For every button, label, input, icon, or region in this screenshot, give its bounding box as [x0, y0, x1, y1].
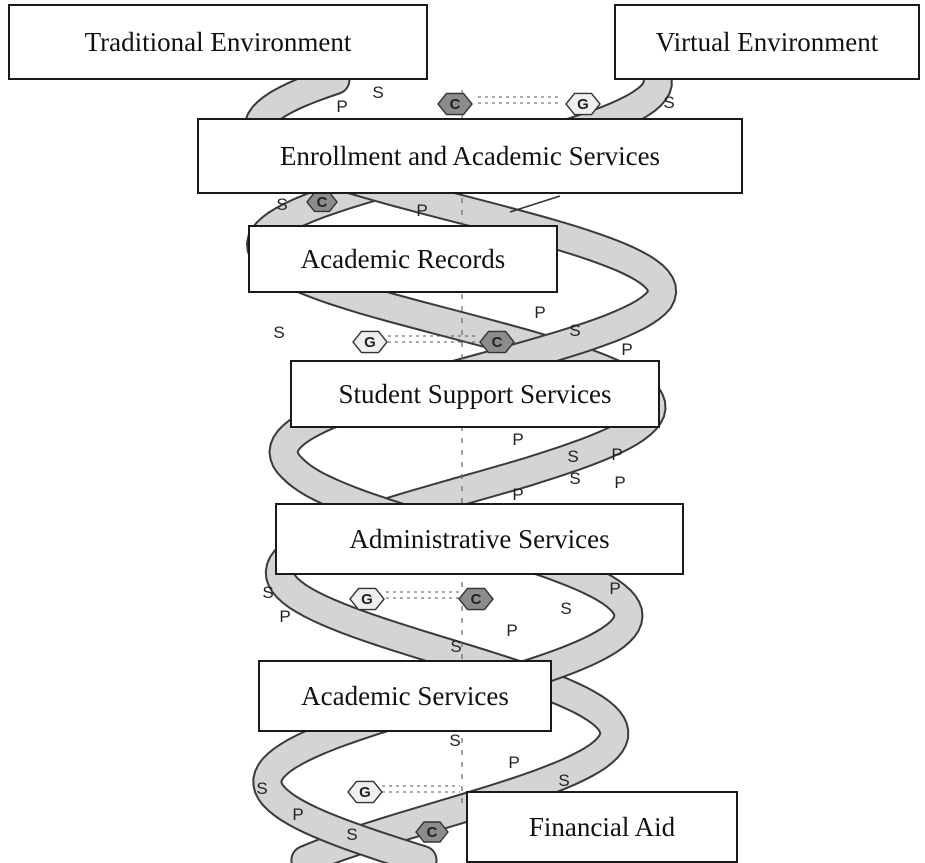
- student-support-services-box: Student Support Services: [290, 360, 660, 428]
- academic-services-box: Academic Services: [258, 660, 552, 732]
- strand-label-s-13: S: [558, 771, 569, 790]
- strand-label-p-1: P: [336, 97, 347, 116]
- strand-label-s-4: S: [273, 323, 284, 342]
- strand-label-p-13: P: [508, 753, 519, 772]
- strand-label-p-9: P: [279, 607, 290, 626]
- base-c-5-letter: C: [427, 824, 438, 841]
- strand-label-p-6: P: [611, 445, 622, 464]
- strand-label-s-1: S: [372, 83, 383, 102]
- strand-label-s-14: S: [449, 731, 460, 750]
- base-c-2-letter: C: [317, 194, 328, 211]
- financial-aid-box: Financial Aid: [466, 791, 738, 863]
- strand-label-s-3: S: [276, 195, 287, 214]
- base-g-4: [347, 780, 383, 804]
- strand-label-p-12: P: [292, 805, 303, 824]
- base-c-4-letter: C: [471, 591, 482, 608]
- strand-label-p-4: P: [621, 340, 632, 359]
- enrollment-academic-services-label: Enrollment and Academic Services: [279, 140, 661, 171]
- strand-label-p-8: P: [614, 473, 625, 492]
- strand-label-s-9: S: [560, 599, 571, 618]
- base-g-2-letter: G: [364, 334, 376, 351]
- connector-arrow: [509, 195, 561, 213]
- student-support-services-label: Student Support Services: [338, 378, 612, 409]
- base-c-5: [415, 821, 449, 843]
- administrative-services-label: Administrative Services: [349, 523, 610, 554]
- strand-label-s-11: S: [256, 779, 267, 798]
- base-c-3: [479, 330, 515, 354]
- financial-aid-label: Financial Aid: [528, 811, 676, 842]
- base-g-2: [352, 330, 388, 354]
- academic-records-box: Academic Records: [248, 225, 558, 293]
- traditional-environment-box: Traditional Environment: [8, 4, 428, 80]
- strand-label-p-7: P: [512, 485, 523, 504]
- virtual-environment-label: Virtual Environment: [655, 26, 879, 57]
- strand-label-s-5: S: [569, 321, 580, 340]
- administrative-services-box: Administrative Services: [275, 503, 684, 575]
- academic-services-label: Academic Services: [301, 680, 509, 711]
- strand-label-p-11: P: [609, 579, 620, 598]
- base-c-4: [458, 587, 494, 611]
- strand-label-p-5: P: [512, 430, 523, 449]
- traditional-environment-label: Traditional Environment: [84, 26, 352, 57]
- base-c-3-letter: C: [492, 334, 503, 351]
- strand-label-s-7: S: [569, 469, 580, 488]
- strand-label-p-10: P: [506, 621, 517, 640]
- strand-label-s-12: S: [346, 825, 357, 844]
- base-g-3: [349, 587, 385, 611]
- virtual-environment-box: Virtual Environment: [614, 4, 920, 80]
- base-c-1: [437, 92, 473, 116]
- academic-records-label: Academic Records: [300, 243, 506, 274]
- base-g-4-letter: G: [359, 784, 371, 801]
- strand-label-s-10: S: [450, 637, 461, 656]
- base-c-1-letter: C: [450, 96, 461, 113]
- base-g-3-letter: G: [361, 591, 373, 608]
- strand-label-p-2: P: [416, 201, 427, 220]
- base-g-1: [565, 92, 601, 116]
- helix-strand-1: [247, 67, 671, 863]
- strand-label-s-8: S: [262, 583, 273, 602]
- strand-label-s-2: S: [663, 93, 674, 112]
- strand-label-s-6: S: [567, 447, 578, 466]
- strand-label-p-3: P: [534, 303, 545, 322]
- base-g-1-letter: G: [577, 96, 589, 113]
- enrollment-academic-services-box: Enrollment and Academic Services: [197, 118, 743, 194]
